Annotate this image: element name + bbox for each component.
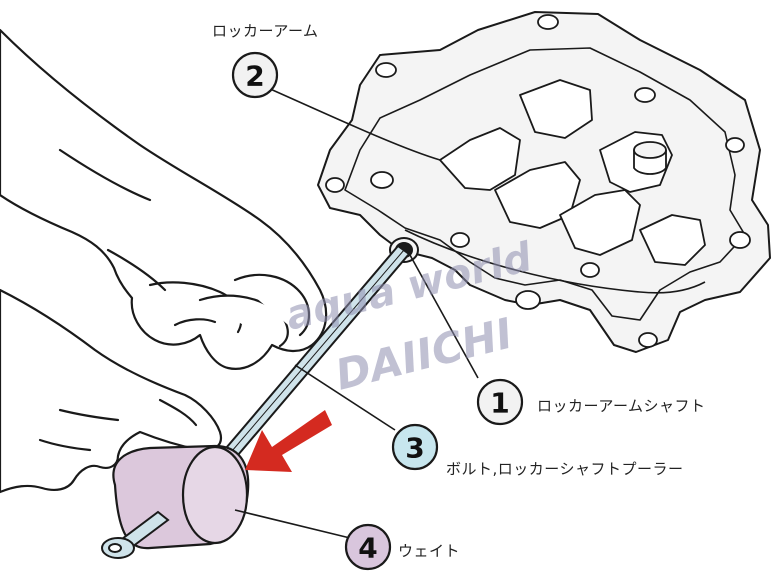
left-hand (0, 288, 223, 494)
leader-line-3 (294, 364, 396, 431)
bolt-holes (325, 14, 751, 348)
svg-text:1: 1 (490, 387, 509, 420)
cylinder-head-inner-rim (344, 47, 746, 321)
callout-3: 3 (391, 423, 439, 471)
svg-text:3: 3 (405, 432, 424, 465)
svg-text:2: 2 (245, 60, 264, 93)
pull-direction-arrow (245, 410, 332, 472)
right-hand (0, 28, 328, 370)
leader-line-2 (267, 87, 441, 161)
cylinder-head (317, 11, 771, 353)
leader-lines (234, 87, 479, 539)
callout-1: 1 (476, 378, 524, 426)
weight-face (181, 445, 249, 545)
label-bolt-puller: ボルト,ロッカーシャフトプーラー (446, 460, 684, 478)
pull-arrow-shape (245, 410, 332, 472)
callout-4: 4 (344, 523, 392, 571)
callout-2: 2 (231, 51, 279, 99)
leader-line-1 (409, 254, 479, 379)
leader-line-4 (234, 509, 351, 539)
rocker-shaft-line (404, 229, 706, 294)
label-rocker-arm: ロッカーアーム (212, 22, 319, 40)
rod-tail (101, 510, 170, 559)
label-rocker-arm-shaft: ロッカーアームシャフト (537, 397, 706, 415)
svg-text:4: 4 (358, 532, 377, 565)
label-weight: ウェイト (398, 542, 461, 560)
